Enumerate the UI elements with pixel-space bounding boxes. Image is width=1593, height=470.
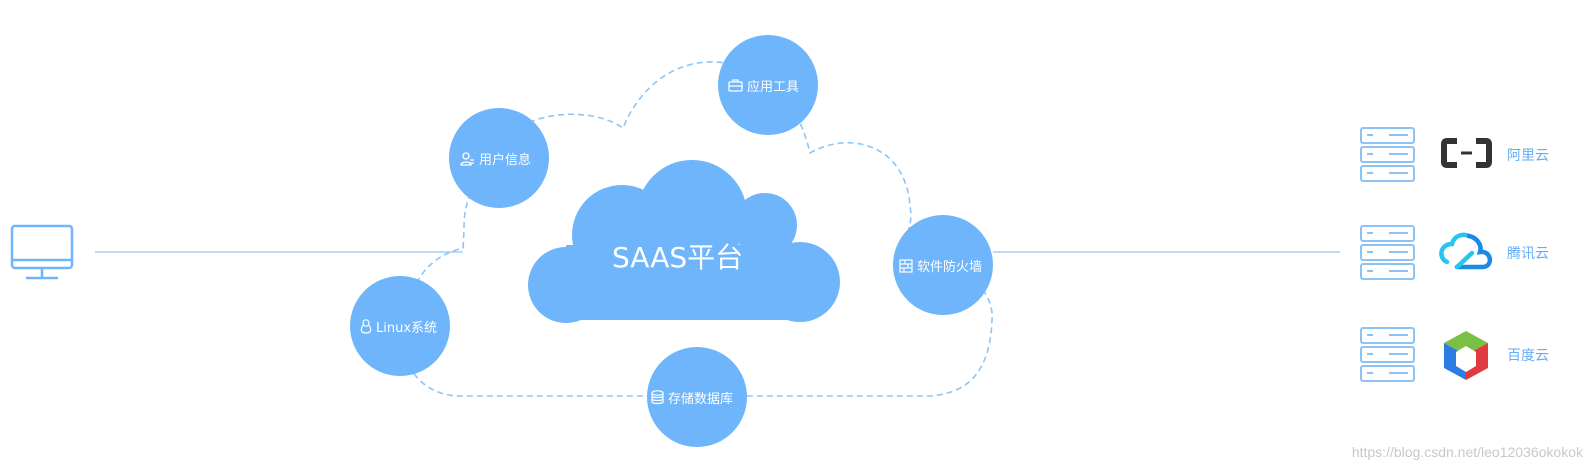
- user-icon: [460, 151, 474, 166]
- database-label[interactable]: 存储数据库: [651, 388, 733, 407]
- monitor-icon: [10, 224, 74, 280]
- provider-baidu-label[interactable]: 百度云: [1507, 348, 1549, 364]
- user-info-text: 用户信息: [479, 153, 532, 168]
- watermark-url: https://blog.csdn.net/leo12036okokok: [1351, 444, 1583, 460]
- aliyun-logo-icon: [1441, 138, 1492, 168]
- linux-label[interactable]: Linux系统: [360, 317, 437, 336]
- server-rack-icon: [1360, 327, 1415, 382]
- linux-text: Linux系统: [376, 321, 438, 336]
- node-database[interactable]: [647, 347, 747, 447]
- toolbox-icon: [728, 79, 743, 92]
- user-info-label[interactable]: 用户信息: [460, 149, 531, 168]
- app-tools-label[interactable]: 应用工具: [728, 76, 799, 95]
- tencent-cloud-logo-icon: [1439, 232, 1493, 270]
- node-firewall[interactable]: [893, 215, 993, 315]
- firewall-text: 软件防火墙: [917, 260, 983, 275]
- database-text: 存储数据库: [668, 392, 734, 407]
- node-user-info[interactable]: [449, 108, 549, 208]
- server-rack-icon: [1360, 225, 1415, 280]
- provider-tencent-label[interactable]: 腾讯云: [1507, 246, 1549, 262]
- provider-aliyun-label[interactable]: 阿里云: [1507, 148, 1549, 164]
- firewall-label[interactable]: 软件防火墙: [899, 256, 982, 275]
- node-app-tools[interactable]: [718, 35, 818, 135]
- firewall-icon: [899, 258, 913, 273]
- baidu-cloud-logo-icon: [1444, 331, 1488, 380]
- saas-platform-label: SAAS平台: [612, 241, 744, 274]
- app-tools-text: 应用工具: [747, 80, 800, 95]
- saas-platform-cloud: [528, 160, 840, 323]
- server-rack-icon: [1360, 127, 1415, 182]
- node-linux[interactable]: [350, 276, 450, 376]
- linux-penguin-icon: [360, 319, 372, 334]
- database-icon: [651, 390, 664, 405]
